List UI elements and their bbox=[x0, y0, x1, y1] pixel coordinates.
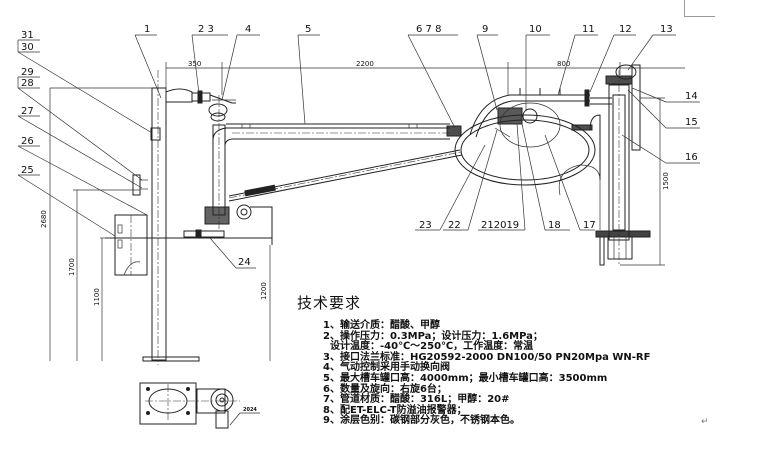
part-label-17: 17 bbox=[583, 220, 596, 231]
paragraph-mark-icon: ↵ bbox=[701, 417, 709, 427]
part-label-16: 16 bbox=[685, 152, 698, 163]
part-label-31: 31 bbox=[21, 30, 34, 41]
part-label-22: 22 bbox=[448, 220, 461, 231]
part-label-11: 11 bbox=[582, 24, 595, 35]
requirement-item: 2、操作压力：0.3MPa；设计压力：1.6MPa； bbox=[323, 330, 543, 342]
technical-requirements-title: 技术要求 bbox=[297, 294, 362, 312]
base-plan-view bbox=[139, 382, 260, 429]
requirement-item: 9、涂层色别：碳钢部分灰色，不锈钢本色。 bbox=[323, 415, 520, 427]
technical-requirements: 技术要求 1、输送介质：醋酸、甲醇 2、操作压力：0.3MPa；设计压力：1.6… bbox=[297, 292, 650, 427]
dim-1700: 1700 bbox=[68, 258, 76, 276]
dim-350: 350 bbox=[188, 60, 201, 68]
part-label-1: 1 bbox=[144, 24, 150, 35]
part-label-9: 9 bbox=[482, 24, 488, 35]
dim-800: 800 bbox=[557, 60, 570, 68]
requirement-item: 8、配ET-ELC-T防溢油报警器； bbox=[323, 404, 467, 416]
part-label-26: 26 bbox=[21, 136, 34, 147]
part-label-23: 23 bbox=[419, 220, 432, 231]
plan-tag: 2024 bbox=[243, 407, 257, 413]
part-label-25: 25 bbox=[21, 165, 34, 176]
inner-arm bbox=[191, 90, 450, 230]
requirement-item: 6、数量及旋向：右旋6台； bbox=[323, 383, 447, 395]
part-label-14: 14 bbox=[685, 91, 698, 102]
part-label-30: 30 bbox=[21, 42, 34, 53]
dim-1100: 1100 bbox=[93, 288, 101, 306]
part-label-2-3: 2 3 bbox=[198, 24, 214, 35]
valve-box bbox=[132, 174, 148, 196]
dim-2680: 2680 bbox=[40, 210, 48, 228]
dim-1200: 1200 bbox=[260, 282, 268, 300]
dim-1500: 1500 bbox=[662, 172, 670, 190]
part-label-28: 28 bbox=[21, 78, 34, 89]
requirement-item: 1、输送介质：醋酸、甲醇 bbox=[323, 320, 440, 331]
outer-arm bbox=[446, 88, 612, 230]
requirement-item: 4、气动控制采用手动换向阀 bbox=[323, 362, 450, 374]
part-label-13: 13 bbox=[660, 24, 673, 35]
lower-swivel bbox=[105, 204, 273, 245]
requirement-item: 7、管道材质：醋酸：316L；甲醇：20# bbox=[323, 394, 510, 406]
part-label-6-7-8: 6 7 8 bbox=[416, 24, 441, 35]
part-label-18: 18 bbox=[548, 220, 561, 231]
part-label-29: 29 bbox=[21, 67, 34, 78]
balance-cylinder bbox=[228, 149, 463, 202]
riser-column bbox=[142, 70, 200, 365]
requirement-item: 5、最大槽车罐口高：4000mm；最小槽车罐口高：3500mm bbox=[323, 372, 608, 384]
requirement-item: 3、接口法兰标准：HG20592-2000 DN100/50 PN20Mpa W… bbox=[323, 351, 651, 363]
part-label-24: 24 bbox=[238, 257, 251, 268]
part-label-4: 4 bbox=[245, 24, 251, 35]
leader-lines bbox=[17, 34, 700, 269]
part-label-12: 12 bbox=[619, 24, 632, 35]
page-corner-mark bbox=[684, 0, 715, 17]
control-cabinet bbox=[114, 214, 148, 276]
dim-2200: 2200 bbox=[356, 60, 374, 68]
part-label-27: 27 bbox=[21, 106, 34, 117]
part-label-5: 5 bbox=[305, 24, 311, 35]
requirement-item: 设计温度：-40℃～250℃，工作温度：常温 bbox=[330, 341, 534, 353]
part-label-10: 10 bbox=[529, 24, 542, 35]
dimension-lines bbox=[49, 62, 685, 361]
drop-tube bbox=[595, 64, 651, 266]
part-label-21-20-19: 212019 bbox=[481, 220, 519, 231]
part-label-15: 15 bbox=[685, 117, 698, 128]
